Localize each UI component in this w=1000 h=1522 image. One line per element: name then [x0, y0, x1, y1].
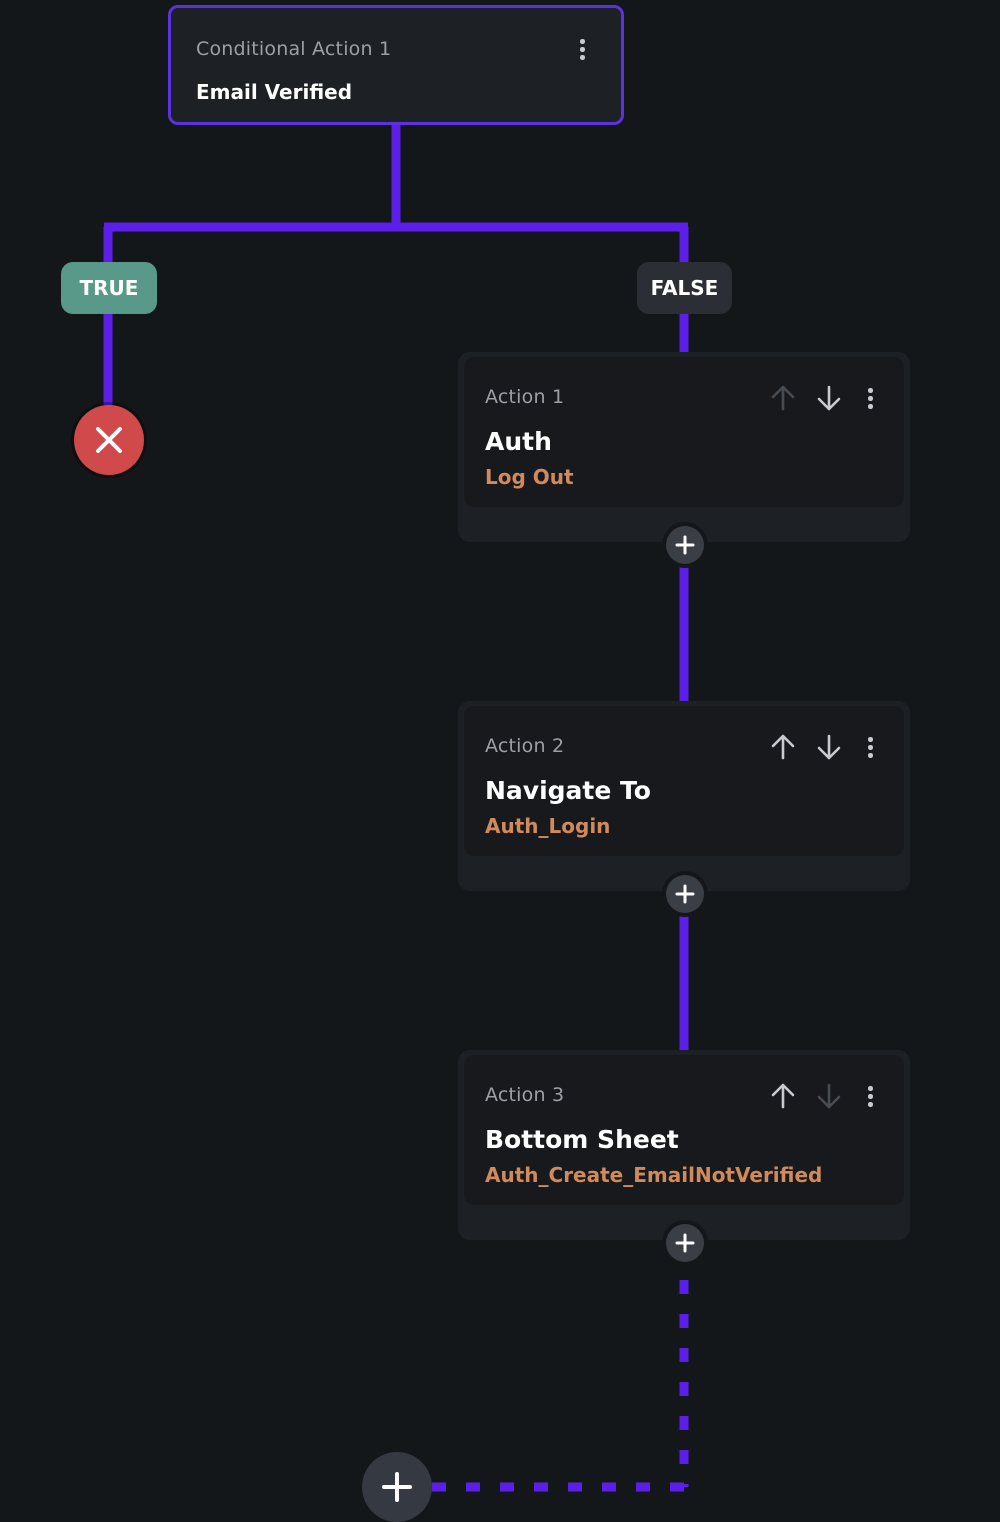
true-branch-badge[interactable]: TRUE [61, 262, 157, 314]
action-card-3-body: Action 3 Bottom Sheet Auth_Create_EmailN… [464, 1055, 904, 1205]
action-detail: Auth_Create_EmailNotVerified [485, 1163, 823, 1187]
action-label: Action 2 [485, 735, 565, 757]
action-title: Navigate To [485, 776, 651, 805]
action-title: Bottom Sheet [485, 1125, 679, 1154]
conditional-action-label: Conditional Action 1 [196, 38, 392, 60]
more-vertical-icon[interactable] [863, 734, 877, 764]
action-card-1-body: Action 1 Auth Log Out [464, 357, 904, 507]
plus-icon [675, 884, 695, 904]
action-card-1[interactable]: Action 1 Auth Log Out [458, 352, 910, 542]
arrow-up-icon[interactable] [768, 732, 798, 762]
false-branch-badge[interactable]: FALSE [637, 262, 732, 314]
action-detail: Log Out [485, 465, 574, 489]
add-action-button[interactable] [666, 526, 704, 564]
action-detail: Auth_Login [485, 814, 611, 838]
more-vertical-icon[interactable] [863, 385, 877, 415]
conditional-action-title: Email Verified [196, 80, 353, 104]
more-vertical-icon[interactable] [863, 1083, 877, 1113]
add-action-button[interactable] [666, 875, 704, 913]
arrow-down-icon[interactable] [814, 732, 844, 762]
close-icon [96, 427, 122, 453]
action-card-3[interactable]: Action 3 Bottom Sheet Auth_Create_EmailN… [458, 1050, 910, 1240]
conditional-action-card[interactable]: Conditional Action 1 Email Verified [168, 5, 624, 125]
more-vertical-icon[interactable] [575, 36, 589, 66]
arrow-down-icon[interactable] [814, 1081, 844, 1111]
arrow-down-icon[interactable] [814, 383, 844, 413]
add-action-button[interactable] [666, 1224, 704, 1262]
action-title: Auth [485, 427, 552, 456]
action-label: Action 3 [485, 1084, 565, 1106]
arrow-up-icon[interactable] [768, 383, 798, 413]
plus-icon [675, 1233, 695, 1253]
arrow-up-icon[interactable] [768, 1081, 798, 1111]
terminate-button[interactable] [74, 405, 144, 475]
plus-icon [382, 1472, 412, 1502]
action-card-2[interactable]: Action 2 Navigate To Auth_Login [458, 701, 910, 891]
plus-icon [675, 535, 695, 555]
action-card-2-body: Action 2 Navigate To Auth_Login [464, 706, 904, 856]
action-label: Action 1 [485, 386, 565, 408]
add-step-button[interactable] [362, 1452, 432, 1522]
